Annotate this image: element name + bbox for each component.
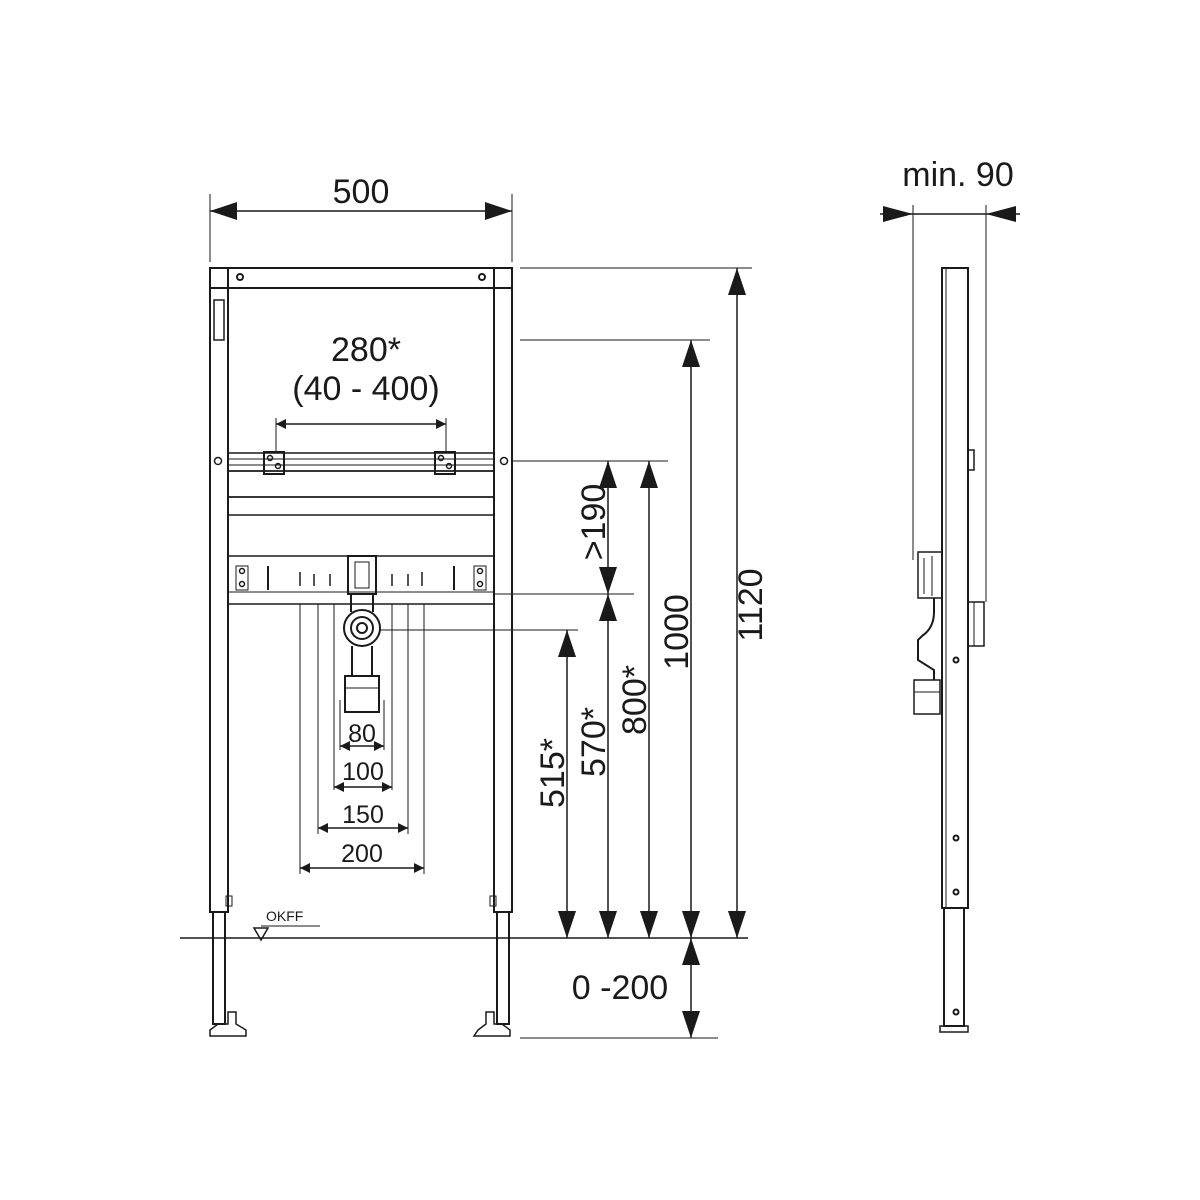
height-1000-label: 1000 bbox=[658, 594, 696, 670]
height-labels: 1120 1000 800* 570* 515* >190 0 -200 bbox=[534, 484, 770, 1007]
foot-height-label: 0 -200 bbox=[572, 969, 668, 1007]
height-190-label: >190 bbox=[575, 484, 613, 561]
pipe-spacing-150: 150 bbox=[342, 801, 384, 829]
pipe-spacing-100: 100 bbox=[342, 758, 384, 786]
upper-mounting-rail bbox=[213, 451, 509, 516]
bracket-spacing-value: 280* bbox=[331, 331, 401, 369]
depth-dimension: min. 90 bbox=[880, 156, 1020, 602]
height-1120-label: 1120 bbox=[732, 568, 770, 641]
bracket-spacing-dimension: 280* (40 - 400) bbox=[276, 331, 446, 429]
bracket-spacing-range: (40 - 400) bbox=[292, 370, 439, 408]
height-570-label: 570* bbox=[575, 707, 613, 777]
height-515-label: 515* bbox=[534, 738, 572, 808]
width-dimension: 500 bbox=[209, 173, 513, 262]
floor-marker: OKFF bbox=[252, 908, 320, 942]
spacing-extension-lines bbox=[275, 418, 447, 874]
pipe-spacing-200: 200 bbox=[341, 840, 383, 868]
height-dimension-lines bbox=[558, 268, 746, 1038]
pipe-spacing-dimensions: 80 100 150 200 bbox=[300, 720, 424, 873]
pipe-spacing-80: 80 bbox=[348, 720, 376, 748]
height-800-label: 800* bbox=[616, 665, 654, 735]
floor-marker-label: OKFF bbox=[266, 908, 303, 924]
depth-label: min. 90 bbox=[902, 156, 1014, 194]
drain-pipe bbox=[343, 594, 381, 713]
fixing-plate bbox=[227, 555, 495, 605]
width-label: 500 bbox=[333, 173, 390, 211]
height-extension-lines bbox=[380, 267, 752, 1039]
side-view bbox=[913, 267, 985, 1033]
